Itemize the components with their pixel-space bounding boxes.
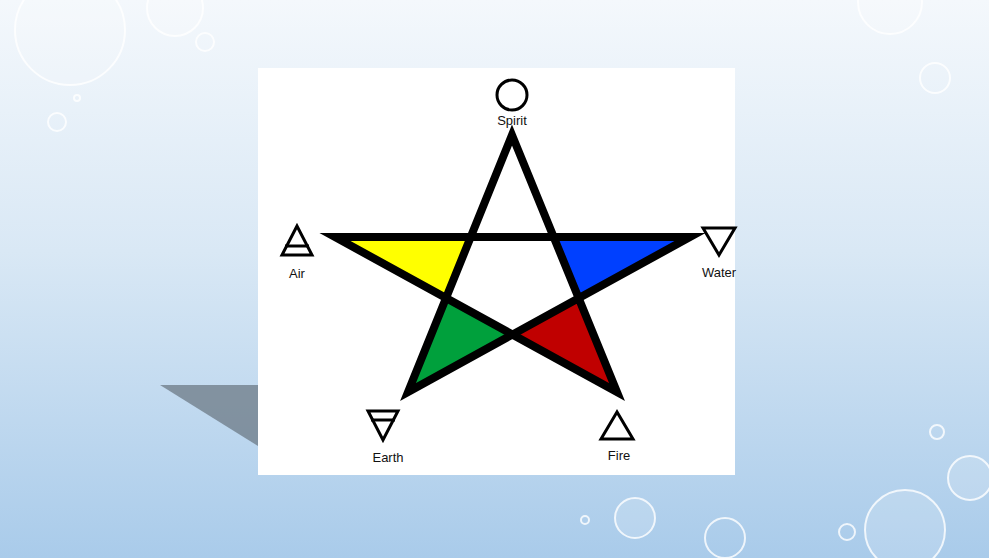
spirit-symbol (497, 80, 527, 110)
element-label: Earth (372, 451, 403, 464)
element-symbols (282, 80, 735, 440)
air-symbol (282, 226, 312, 255)
earth-symbol (368, 411, 398, 440)
element-label: Air (289, 267, 305, 280)
fire-symbol (601, 412, 633, 439)
star-outline (335, 135, 690, 392)
card-shadow (160, 385, 258, 446)
card (258, 68, 735, 475)
water-symbol (703, 228, 735, 255)
element-label: Fire (608, 449, 630, 462)
element-label: Spirit (497, 114, 527, 127)
pentagram (335, 135, 690, 392)
element-label: Water (702, 266, 736, 279)
water-droplets (15, 0, 989, 558)
